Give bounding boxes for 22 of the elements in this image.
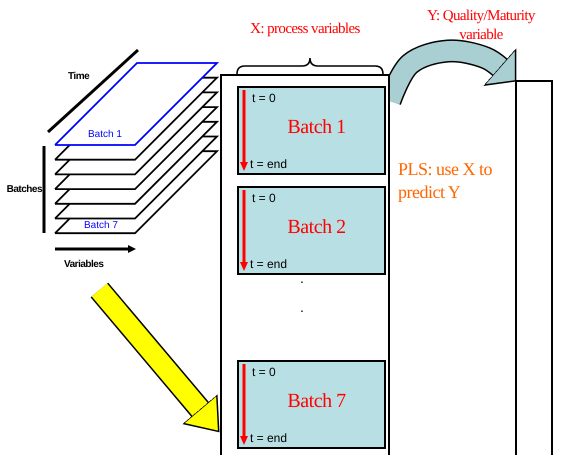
section-heading: Y: Quality/Maturity variable [426, 7, 536, 45]
time-label: t = 0 [252, 191, 276, 205]
batch-box [237, 186, 386, 275]
axis-label: Time [68, 71, 90, 84]
axis-label: Batch 7 [84, 220, 118, 232]
section-heading: X: process variables [249, 21, 361, 38]
batch-name: Batch 1 [286, 116, 347, 139]
batch-box [237, 360, 386, 449]
time-label: t = 0 [252, 91, 276, 105]
ellipsis-dot: . [300, 270, 304, 288]
time-label: t = 0 [252, 365, 276, 379]
time-label: t = end [250, 157, 288, 171]
time-label: t = end [250, 431, 288, 445]
axis-label: Variables [64, 259, 104, 272]
ellipsis-dot: . [300, 299, 304, 316]
annotation-text: PLS: use X to predict Y [398, 158, 494, 203]
batch-name: Batch 2 [286, 216, 347, 239]
axis-label: Batch 1 [88, 129, 122, 142]
batch-box [237, 86, 386, 175]
axis-label: Batches [6, 184, 42, 196]
time-label: t = end [250, 257, 288, 271]
batch-name: Batch 7 [286, 390, 347, 413]
